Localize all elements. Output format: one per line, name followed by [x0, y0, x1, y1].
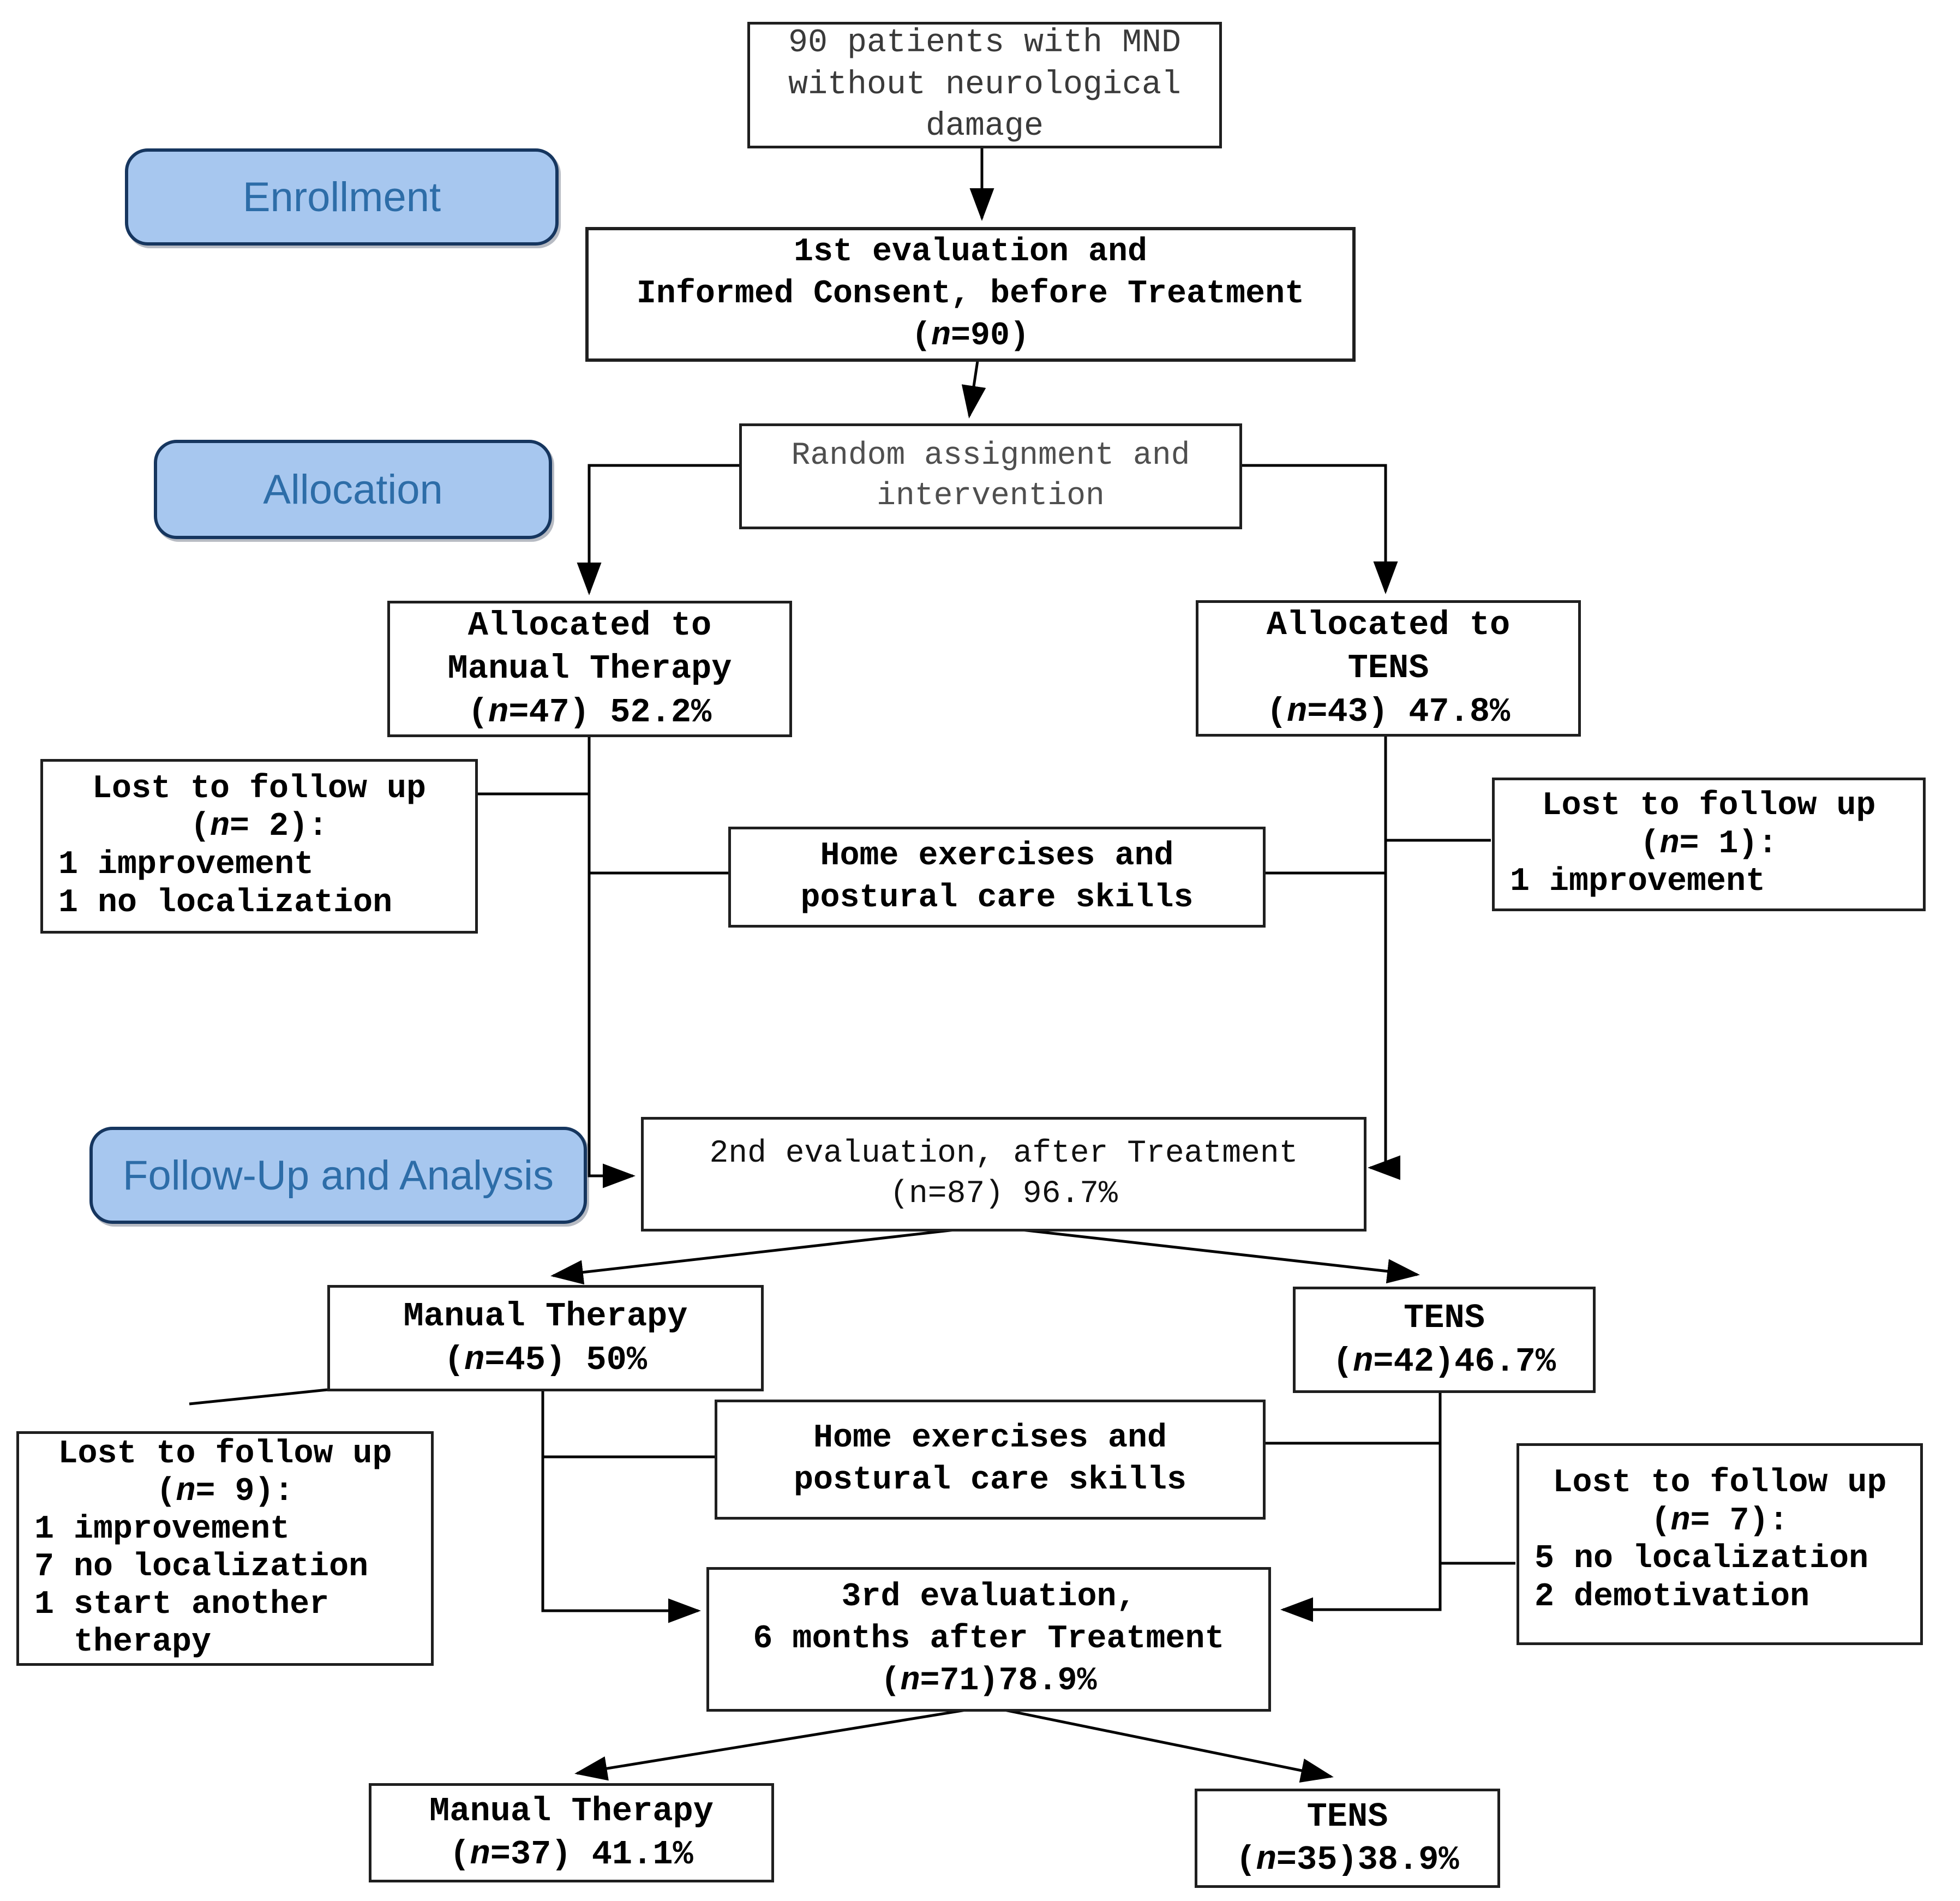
node-line: Home exercises and: [820, 837, 1174, 875]
node-line: (n= 7):: [1651, 1502, 1789, 1540]
node-random-assignment: Random assignment and intervention: [739, 423, 1242, 529]
node-line: 90 patients with MND: [788, 24, 1182, 62]
node-evaluation-2: 2nd evaluation, after Treatment (n=87) 9…: [641, 1117, 1366, 1232]
node-line: 1 improvement: [58, 846, 314, 883]
node-line: (n= 9):: [156, 1473, 294, 1510]
node-lost-followup-1-left: Lost to follow up (n= 2): 1 improvement …: [40, 759, 478, 934]
node-line: 7 no localization: [34, 1549, 369, 1586]
node-line: TENS: [1347, 649, 1429, 688]
node-line: (n=45) 50%: [443, 1340, 648, 1379]
node-line: Allocated to: [1266, 605, 1511, 644]
arrow-random-to-alloc-tens: [1236, 464, 1398, 594]
arrow-eval3-to-tens3: [993, 1706, 1334, 1783]
node-line: TENS: [1404, 1299, 1485, 1338]
node-tens-2: TENS (n=42)46.7%: [1293, 1287, 1596, 1393]
node-line: Allocated to: [467, 606, 712, 645]
arrow-eval3-to-mt3: [574, 1706, 980, 1781]
node-line: 1 improvement: [34, 1511, 290, 1548]
node-tens-3: TENS (n=35)38.9%: [1195, 1789, 1500, 1888]
node-line: Manual Therapy: [447, 649, 732, 689]
node-line: Manual Therapy: [429, 1791, 714, 1831]
node-line: (n=35)38.9%: [1236, 1840, 1459, 1879]
node-line: Informed Consent, before Treatment: [636, 276, 1305, 313]
arrow-random-to-alloc-mt: [577, 464, 740, 595]
arrow-eval2-to-tens2: [1002, 1226, 1420, 1284]
node-lost-followup-2-right: Lost to follow up (n= 7): 5 no localizat…: [1517, 1443, 1923, 1645]
arrow-eval2-to-mt2: [550, 1226, 974, 1285]
node-line: Lost to follow up: [1542, 787, 1876, 825]
node-line: Manual Therapy: [403, 1297, 688, 1336]
node-line: 1 no localization: [58, 884, 393, 922]
stage-label-followup-analysis: Follow-Up and Analysis: [89, 1127, 587, 1224]
node-allocated-manual-therapy: Allocated to Manual Therapy (n=47) 52.2%: [387, 601, 792, 737]
stage-label-enrollment: Enrollment: [125, 148, 559, 246]
node-line: 3rd evaluation,: [841, 1579, 1136, 1616]
node-line: postural care skills: [793, 1462, 1187, 1499]
node-evaluation-1: 1st evaluation and Informed Consent, bef…: [585, 227, 1356, 362]
node-line: TENS: [1306, 1797, 1388, 1836]
node-line: (n=90): [911, 317, 1030, 355]
node-line: Lost to follow up: [92, 770, 427, 808]
node-line: 1 start another: [34, 1586, 329, 1623]
node-line: 1st evaluation and: [793, 234, 1148, 271]
node-manual-therapy-3: Manual Therapy (n=37) 41.1%: [369, 1783, 774, 1882]
node-line: (n=47) 52.2%: [467, 692, 712, 732]
node-line: 6 months after Treatment: [753, 1621, 1225, 1658]
node-line: therapy: [74, 1624, 212, 1661]
node-line: (n=37) 41.1%: [449, 1835, 693, 1874]
node-line: (n=43) 47.8%: [1266, 692, 1511, 731]
node-line: Random assignment and: [791, 438, 1190, 474]
arrow-mt-to-eval2: [588, 733, 636, 1188]
node-home-exercises-2: Home exercises and postural care skills: [715, 1400, 1266, 1520]
node-line: Lost to follow up: [58, 1436, 392, 1473]
node-lost-followup-2-left: Lost to follow up (n= 9): 1 improvement …: [16, 1431, 434, 1666]
node-line: Lost to follow up: [1553, 1464, 1887, 1502]
node-line: 2 demotivation: [1535, 1578, 1810, 1616]
node-lost-followup-1-right: Lost to follow up (n= 1): 1 improvement: [1492, 778, 1926, 911]
arrow-mt2-to-eval3: [541, 1387, 701, 1623]
node-evaluation-3: 3rd evaluation, 6 months after Treatment…: [706, 1567, 1271, 1712]
node-line: (n=71)78.9%: [880, 1662, 1097, 1700]
line-lost2-left: [189, 1388, 328, 1406]
arrow-tens2-to-eval3: [1280, 1389, 1442, 1622]
node-line: 2nd evaluation, after Treatment: [709, 1135, 1298, 1171]
node-line: intervention: [877, 479, 1105, 514]
node-line: Home exercises and: [813, 1420, 1167, 1457]
node-line: without neurological: [788, 66, 1182, 104]
node-line: (n= 2):: [190, 808, 328, 846]
node-patients: 90 patients with MND without neurologica…: [747, 22, 1222, 148]
stage-label-allocation: Allocation: [154, 440, 552, 539]
node-line: (n=42)46.7%: [1332, 1342, 1556, 1381]
node-line: (n=87) 96.7%: [890, 1176, 1118, 1212]
node-allocated-tens: Allocated to TENS (n=43) 47.8%: [1196, 600, 1581, 737]
arrow-tens-to-eval2: [1368, 732, 1400, 1180]
arrow-eval1-to-random: [961, 357, 986, 419]
node-line: (n= 1):: [1640, 825, 1778, 863]
node-line: postural care skills: [800, 879, 1194, 917]
node-line: 1 improvement: [1510, 863, 1766, 901]
node-manual-therapy-2: Manual Therapy (n=45) 50%: [327, 1285, 764, 1391]
node-line: damage: [925, 108, 1044, 146]
node-home-exercises-1: Home exercises and postural care skills: [728, 827, 1266, 928]
node-line: 5 no localization: [1535, 1540, 1869, 1578]
